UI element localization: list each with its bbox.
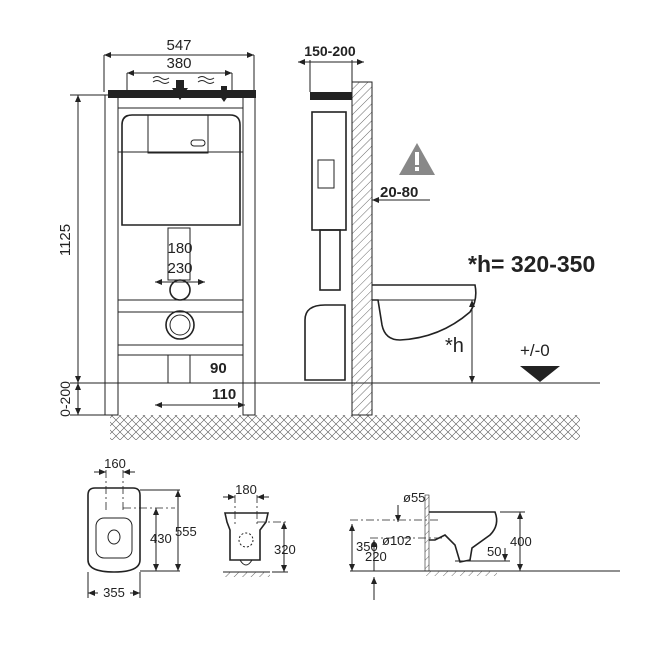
dim-20-80: 20-80 xyxy=(380,184,418,201)
wall-section xyxy=(351,81,373,416)
dim-320: 320 xyxy=(274,542,296,557)
dim-555: 555 xyxy=(175,524,197,539)
bowl-side-outline xyxy=(429,511,498,563)
ground-hatch xyxy=(110,415,580,440)
wc-bowl-side xyxy=(372,284,477,341)
bowl-top-view: 160 430 555 355 xyxy=(87,456,197,600)
side-view: 150-200 20-80 *h= 320-350 *h +/-0 xyxy=(298,43,595,416)
drain-connector xyxy=(165,310,195,340)
flush-pipe-side xyxy=(319,229,341,291)
h-note: *h= 320-350 xyxy=(468,251,595,277)
frame-left-post xyxy=(104,94,119,416)
dim-400: 400 xyxy=(510,534,532,549)
dim-355: 355 xyxy=(103,585,125,600)
bowl-back-view: 180 320 xyxy=(223,482,296,577)
dim-o102: ø102 xyxy=(382,533,412,548)
dim-1125: 1125 xyxy=(57,224,74,256)
dim-380: 380 xyxy=(166,55,191,72)
h-label: *h xyxy=(445,335,464,357)
bowl-top-outline xyxy=(87,487,141,573)
water-inlet-arrow-icon xyxy=(217,86,231,102)
dim-160: 160 xyxy=(104,456,126,471)
frame-right-post xyxy=(242,94,256,416)
dim-110: 110 xyxy=(212,386,236,403)
dim-430: 430 xyxy=(150,531,172,546)
dim-0-200: 0-200 xyxy=(57,381,73,417)
dim-90: 90 xyxy=(210,360,227,377)
water-wave-icon xyxy=(152,76,215,84)
dim-547: 547 xyxy=(166,37,191,54)
dim-50: 50 xyxy=(487,544,501,559)
flush-plate-opening xyxy=(147,114,209,154)
drain-bend xyxy=(304,304,346,381)
dim-230-pipe: 230 xyxy=(167,260,192,277)
water-inlet-arrow-icon xyxy=(172,80,188,100)
cistern xyxy=(121,114,241,226)
floor-level-label: +/-0 xyxy=(520,341,550,360)
dim-220: 220 xyxy=(365,549,387,564)
dim-180: 180 xyxy=(235,482,257,497)
dim-180-pipe: 180 xyxy=(167,240,192,257)
dim-o55: ø55 xyxy=(403,490,425,505)
cistern-side xyxy=(311,111,347,231)
front-view: 547 380 1125 0-200 180 230 90 110 xyxy=(57,37,600,440)
bowl-back-outline xyxy=(224,512,269,561)
bowl-side-view: ø55 350 220 ø102 400 50 xyxy=(349,490,620,600)
floor-level-marker-icon xyxy=(520,366,560,382)
dim-150-200: 150-200 xyxy=(304,43,356,59)
warning-triangle-icon xyxy=(399,143,435,175)
